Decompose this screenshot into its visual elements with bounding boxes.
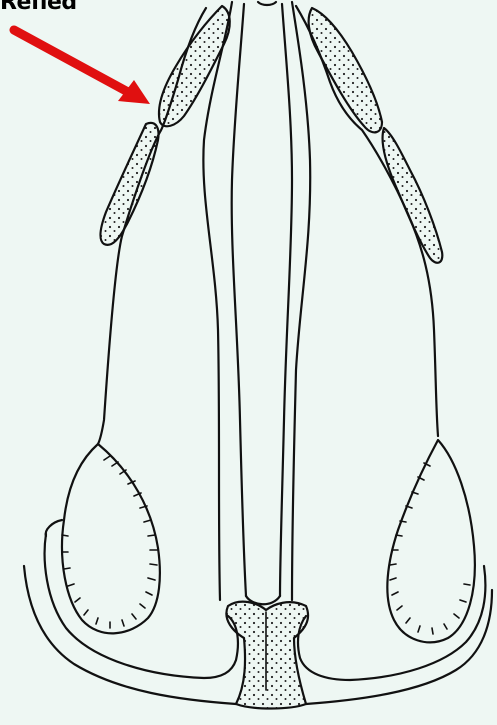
alar-notch-left — [46, 520, 62, 536]
vestibule-hairs-right — [390, 463, 470, 634]
alar-rim-right-outer — [306, 590, 492, 704]
lower-cartilage-left — [100, 123, 158, 245]
alar-lobule-left — [62, 444, 160, 633]
alar-lobule-right — [387, 440, 475, 642]
septum-wall-right-outer — [292, 2, 310, 600]
alar-rim-right-inner — [298, 566, 485, 680]
annotation-arrow — [14, 30, 150, 104]
vestibule-hairs-left — [62, 456, 157, 628]
septum-top — [258, 2, 276, 5]
upper-lateral-cartilage-right — [309, 8, 382, 132]
columella-base — [226, 602, 308, 709]
septum-wall-left-inner — [232, 4, 246, 596]
alar-rim-left-outer — [24, 566, 236, 704]
lower-cartilage-right — [382, 128, 442, 263]
septum-wall-left-outer — [203, 2, 232, 600]
septum-wall-right-inner — [280, 4, 292, 596]
